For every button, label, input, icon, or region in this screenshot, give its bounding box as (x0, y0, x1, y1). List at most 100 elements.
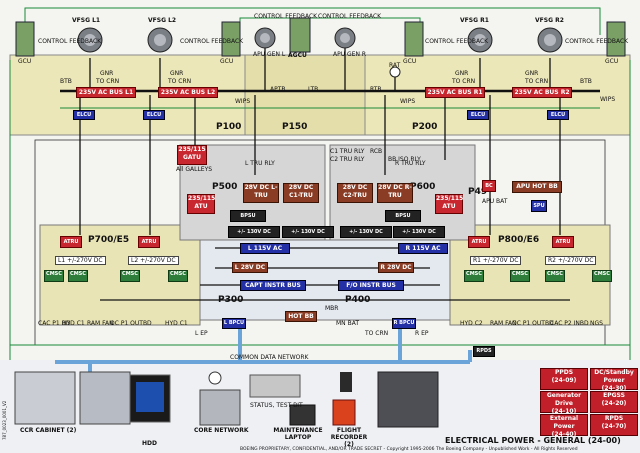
r-tru-rly-label: R TRU RLY (395, 160, 426, 167)
to-crn-l2: TO CRN (168, 78, 192, 85)
load-9: CAC P2 INBD (550, 320, 589, 327)
cmsc-1: CMSC (44, 270, 64, 282)
bus-235v-ac-r2: 235V AC BUS R2 (512, 87, 572, 98)
hdd-label: HDD (142, 440, 157, 447)
load-6: HYD C2 (460, 320, 483, 327)
gcu-left-label: GCU (18, 58, 32, 65)
elcu-l2: ELCU (143, 110, 165, 120)
bpsu-r-box: BPSU (385, 210, 421, 222)
bus-r-115v-ac: R 115V AC (398, 243, 448, 254)
bus-l2-270: L2 +/-270V DC (128, 256, 179, 265)
ccr-cabinet-graphic (14, 371, 76, 425)
gnr-r2: GNR (525, 70, 539, 77)
apu-gen-l-label: APU GEN L (253, 51, 286, 58)
load-2: HYD C1 (62, 320, 85, 327)
pm130-l2: +/- 130V DC (282, 226, 334, 238)
pm130-r2: +/- 130V DC (393, 226, 445, 238)
cmsc-5: CMSC (464, 270, 484, 282)
core-network-icon (208, 371, 222, 385)
legend-generator-drive: Generator Drive(24-10) (540, 391, 588, 415)
hot-bb-box: HOT BB (285, 311, 317, 322)
load-5: HYD C1 (165, 320, 188, 327)
core-network-label: CORE NETWORK (194, 427, 249, 434)
to-crn-bottom: TO CRN (365, 330, 389, 337)
atu-l-voltage: 235/115 (188, 195, 216, 202)
flight-recorder-graphic (332, 399, 356, 426)
control-feedback-l1: CONTROL FEEDBACK (38, 38, 102, 45)
wips-r2-label: WIPS (600, 96, 616, 103)
vfsg-l2-label: VFSG L2 (148, 17, 177, 24)
panel-p200-bg (344, 54, 631, 136)
cmsc-8: CMSC (592, 270, 612, 282)
atru-r2: ATRU (552, 236, 574, 248)
spu-box: SPU (531, 200, 547, 212)
load-1: CAC P1 BD (38, 320, 71, 327)
atu-l-label: ATU (194, 203, 208, 210)
btb-r-label: BTB (580, 78, 592, 85)
atu-r-label: ATU (442, 203, 456, 210)
cmsc-4: CMSC (168, 270, 188, 282)
vfsg-r1-label: VFSG R1 (460, 17, 489, 24)
panel-p200-label: P200 (412, 122, 438, 132)
cmsc-2: CMSC (68, 270, 88, 282)
gatu-box: 235/115 GATU (177, 145, 207, 165)
c1-tru-rly-label: C1 TRU RLY (330, 148, 365, 155)
to-crn-r2: TO CRN (525, 78, 549, 85)
all-galleys-label: All GALLEYS (176, 166, 213, 173)
panel-p49-label: P49 (468, 187, 488, 197)
load-4: OC P1 OUTBD (110, 320, 152, 327)
cockpit-sensor-graphic (340, 372, 352, 392)
panel-p500-label: P500 (212, 182, 238, 192)
agcu-label: AGCU (288, 52, 307, 59)
gnr-l2: GNR (170, 70, 184, 77)
hdd-screen (136, 382, 164, 412)
vfsg-r2 (537, 27, 563, 53)
legend-ppds: PPDS(24-09) (540, 368, 588, 390)
atru-l2: ATRU (138, 236, 160, 248)
bb-iso-rly-label: BB ISO RLY (388, 156, 421, 163)
panel-p100-label: P100 (216, 122, 242, 132)
panel-p300-label: P300 (218, 295, 244, 305)
page-title: ELECTRICAL POWER - GENERAL (24-00) (445, 436, 621, 445)
load-10: NGS (590, 320, 603, 327)
r-bpcu-box: R BPCU (392, 318, 416, 329)
load-3: RAM FAN (87, 320, 114, 327)
cmsc-6: CMSC (510, 270, 530, 282)
gatu-voltage: 235/115 (178, 146, 206, 153)
load-7: RAM FAN (490, 320, 517, 327)
bus-l-28v-dc: L 28V DC (232, 262, 268, 273)
pm130-r1: +/- 130V DC (340, 226, 392, 238)
mbr-label: MBR (325, 305, 339, 312)
ccr-rack-graphic (79, 371, 131, 425)
tru-l-box: 28V DC L-TRU (243, 183, 279, 203)
maintenance-laptop-label: MAINTENANCE LAPTOP (273, 427, 323, 441)
bpsu-l-box: BPSU (230, 210, 266, 222)
gcu-right-unit (606, 21, 626, 57)
tru-r-box: 28V DC R-TRU (377, 183, 413, 203)
l-ep-label: L EP (195, 330, 208, 337)
bus-235v-ac-r1: 235V AC BUS R1 (425, 87, 485, 98)
control-feedback-r2: CONTROL FEEDBACK (565, 38, 629, 45)
r-ep-label: R EP (415, 330, 429, 337)
bus-l-115v-ac: L 115V AC (240, 243, 290, 254)
cmsc-3: CMSC (120, 270, 140, 282)
bus-l1-270: L1 +/-270V DC (55, 256, 106, 265)
bus-235v-ac-l1: 235V AC BUS L1 (76, 87, 136, 98)
atru-r1: ATRU (468, 236, 490, 248)
side-code: 787_0023_0001_V2 (2, 400, 7, 440)
rtb-label: RTB (370, 86, 382, 93)
control-feedback-r1: CONTROL FEEDBACK (425, 38, 489, 45)
rpds-box: RPDS (473, 346, 495, 357)
bus-r2-270: R2 +/-270V DC (545, 256, 597, 265)
btb-l-label: BTB (60, 78, 72, 85)
flight-deck-graphic (377, 371, 439, 428)
load-8: OC P1 OUTBD (512, 320, 554, 327)
gcu-right1-label: GCU (403, 58, 417, 65)
panel-p800-label: P800/E6 (498, 235, 540, 245)
gcu-left2-unit (221, 21, 241, 57)
legend-external-power: External Power(24-40) (540, 414, 588, 438)
legend-dc-standby: DC/Standby Power(24-30) (590, 368, 638, 392)
elcu-l1: ELCU (73, 110, 95, 120)
legend-epgss: EPGSS(24-20) (590, 391, 638, 413)
main-bat-label: MN BAT (336, 320, 359, 327)
